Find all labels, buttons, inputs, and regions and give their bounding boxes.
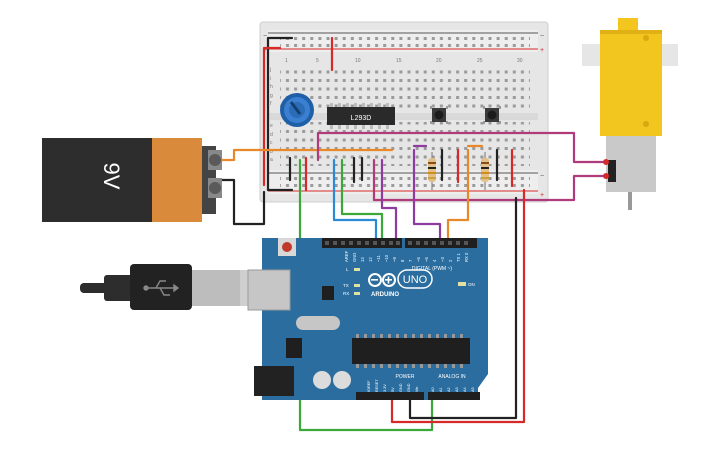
svg-text:4: 4: [432, 259, 437, 262]
svg-text:GND: GND: [399, 383, 403, 392]
svg-text:+: +: [540, 192, 544, 199]
status-leds: L TX RX: [343, 267, 360, 296]
svg-text:a: a: [270, 157, 273, 163]
pushbutton-1[interactable]: [430, 106, 448, 124]
svg-text:e: e: [270, 123, 273, 129]
svg-text:−: −: [263, 33, 267, 40]
svg-text:+: +: [540, 47, 544, 54]
power-pin-labels: IOREF RESET 3.3V 5V GND GND Vin: [367, 379, 419, 392]
svg-text:A2: A2: [447, 387, 451, 392]
svg-text:f: f: [270, 101, 272, 107]
chip-label: L293D: [351, 115, 372, 122]
col-num-30: 30: [517, 58, 523, 64]
svg-text:A4: A4: [463, 387, 467, 392]
atmega-chip: [352, 334, 470, 368]
analog-pin-labels: A0 A1 A2 A3 A4 A5: [431, 387, 475, 392]
svg-text:~9: ~9: [392, 257, 397, 262]
on-label: ON: [468, 282, 475, 287]
svg-text:d: d: [270, 132, 273, 138]
svg-text:A0: A0: [431, 387, 435, 392]
reset-button[interactable]: [278, 238, 296, 256]
svg-text:h: h: [270, 84, 273, 90]
svg-text:IOREF: IOREF: [367, 380, 371, 392]
col-num-15: 15: [396, 58, 402, 64]
svg-text:i: i: [270, 76, 271, 82]
resistor-1: [428, 152, 436, 190]
svg-text:Vin: Vin: [415, 387, 419, 392]
voltage-regulator: [286, 338, 302, 358]
capacitor-1: [313, 371, 331, 389]
on-led: [458, 282, 466, 286]
svg-text:3.3V: 3.3V: [383, 384, 387, 392]
brand-label: ARDUINO: [371, 292, 399, 298]
usb-icon: [143, 280, 180, 296]
svg-text:TX: TX: [343, 283, 349, 288]
battery-9v: 9V: [42, 138, 222, 222]
svg-text:g: g: [270, 93, 273, 99]
svg-text:~5: ~5: [424, 257, 429, 262]
crystal: [296, 316, 340, 330]
svg-text:A5: A5: [471, 387, 475, 392]
col-num-1: 1: [285, 58, 288, 64]
svg-text:GND: GND: [352, 253, 357, 262]
svg-text:RX 0: RX 0: [464, 252, 469, 262]
power-label: POWER: [396, 374, 415, 380]
svg-text:8: 8: [400, 259, 405, 262]
svg-text:j: j: [269, 67, 271, 73]
analog-label: ANALOG IN: [438, 374, 466, 380]
svg-text:−: −: [540, 33, 544, 40]
svg-text:RX: RX: [343, 291, 349, 296]
pushbutton-2[interactable]: [483, 106, 501, 124]
svg-text:2: 2: [448, 259, 453, 262]
capacitor-2: [333, 371, 351, 389]
l293d-chip: L293D: [327, 103, 395, 129]
model-label: UNO: [403, 274, 428, 286]
svg-text:L: L: [346, 267, 349, 272]
row-letters-bottom: e d c b a: [270, 123, 273, 163]
battery-label: 9V: [99, 163, 124, 190]
col-num-10: 10: [355, 58, 361, 64]
col-num-20: 20: [436, 58, 442, 64]
svg-text:~10: ~10: [384, 254, 389, 262]
svg-text:A1: A1: [439, 387, 443, 392]
digital-pin-labels: AREF GND 13 12 ~11 ~10 ~9 8 7 ~6 ~5 4 ~3…: [344, 250, 469, 262]
svg-text:~3: ~3: [440, 257, 445, 262]
svg-text:A3: A3: [455, 387, 459, 392]
svg-text:7: 7: [408, 259, 413, 262]
svg-text:AREF: AREF: [344, 250, 349, 262]
row-letters-top: j i h g f: [269, 67, 273, 107]
svg-text:RESET: RESET: [375, 379, 379, 392]
svg-text:~6: ~6: [416, 257, 421, 262]
svg-text:~11: ~11: [376, 255, 381, 262]
usb-chip: [322, 286, 334, 300]
dc-gear-motor: [582, 18, 678, 210]
svg-text:GND: GND: [407, 383, 411, 392]
svg-text:5V: 5V: [391, 387, 395, 392]
svg-text:13: 13: [360, 257, 365, 262]
col-num-25: 25: [477, 58, 483, 64]
wires: [220, 36, 606, 432]
svg-text:c: c: [270, 140, 273, 146]
svg-text:12: 12: [368, 257, 373, 262]
breadboard: − + − + 1 5 10 15 20 25 30 j i h g f e d…: [259, 21, 549, 203]
arduino-uno: AREF GND 13 12 ~11 ~10 ~9 8 7 ~6 ~5 4 ~3…: [247, 238, 488, 400]
col-num-5: 5: [316, 58, 319, 64]
potentiometer[interactable]: [280, 93, 314, 127]
svg-text:TX 1: TX 1: [456, 252, 461, 262]
svg-text:b: b: [270, 149, 273, 155]
digital-header-label: DIGITAL (PWM ~): [412, 266, 452, 272]
column-numbers: 1 5 10 15 20 25 30: [285, 58, 523, 64]
usb-cable: [80, 264, 264, 310]
svg-text:−: −: [540, 173, 544, 180]
resistor-2: [481, 152, 489, 190]
arduino-logo: UNO ARDUINO: [368, 269, 433, 298]
